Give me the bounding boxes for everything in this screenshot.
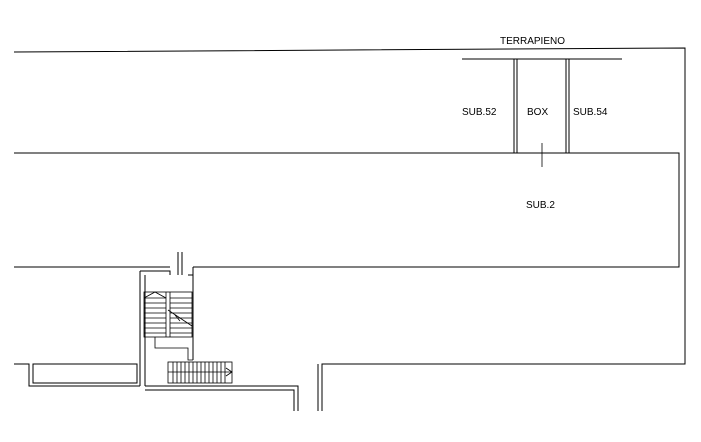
stairwell bbox=[139, 267, 194, 386]
label-sub52: SUB.52 bbox=[462, 107, 497, 118]
label-box: BOX bbox=[527, 107, 549, 118]
label-sub2: SUB.2 bbox=[526, 200, 555, 211]
box-unit bbox=[513, 59, 570, 167]
lower-walls bbox=[14, 363, 299, 411]
lower-stair bbox=[167, 361, 233, 384]
outer-walls bbox=[13, 47, 686, 411]
label-sub54: SUB.54 bbox=[573, 107, 608, 118]
door-opening bbox=[177, 252, 183, 275]
corridor-sub2 bbox=[14, 152, 680, 268]
label-terrapieno: TERRAPIENO bbox=[500, 36, 566, 47]
